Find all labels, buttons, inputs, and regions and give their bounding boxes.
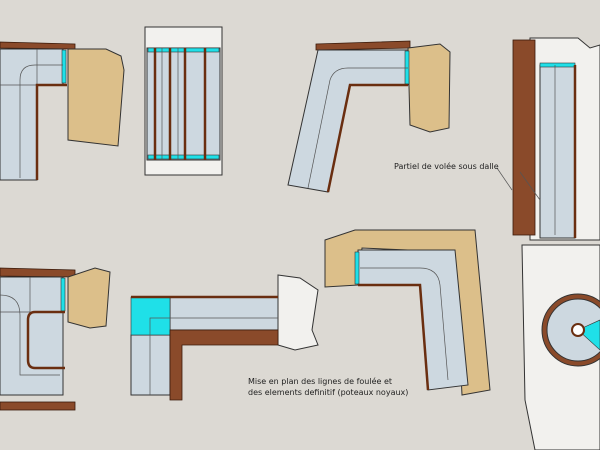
plan-bottom-left: [0, 267, 111, 411]
plan-straight-flight: [144, 26, 223, 176]
plan-bottom-right: [324, 229, 491, 396]
plan-l-stair-top-left: [0, 41, 125, 181]
plan-note-line2: des elements definitif (poteaux noyaux): [248, 388, 409, 397]
plan-angled-stair: [287, 40, 451, 193]
plan-bottom-middle: [130, 274, 319, 401]
plan-partial-flight-and-spiral: [512, 37, 600, 450]
leader-line: [496, 167, 513, 191]
partial-flight-label: Partiel de volée sous dalle: [394, 162, 499, 171]
plan-note-line1: Mise en plan des lignes de foulée et: [248, 377, 393, 386]
